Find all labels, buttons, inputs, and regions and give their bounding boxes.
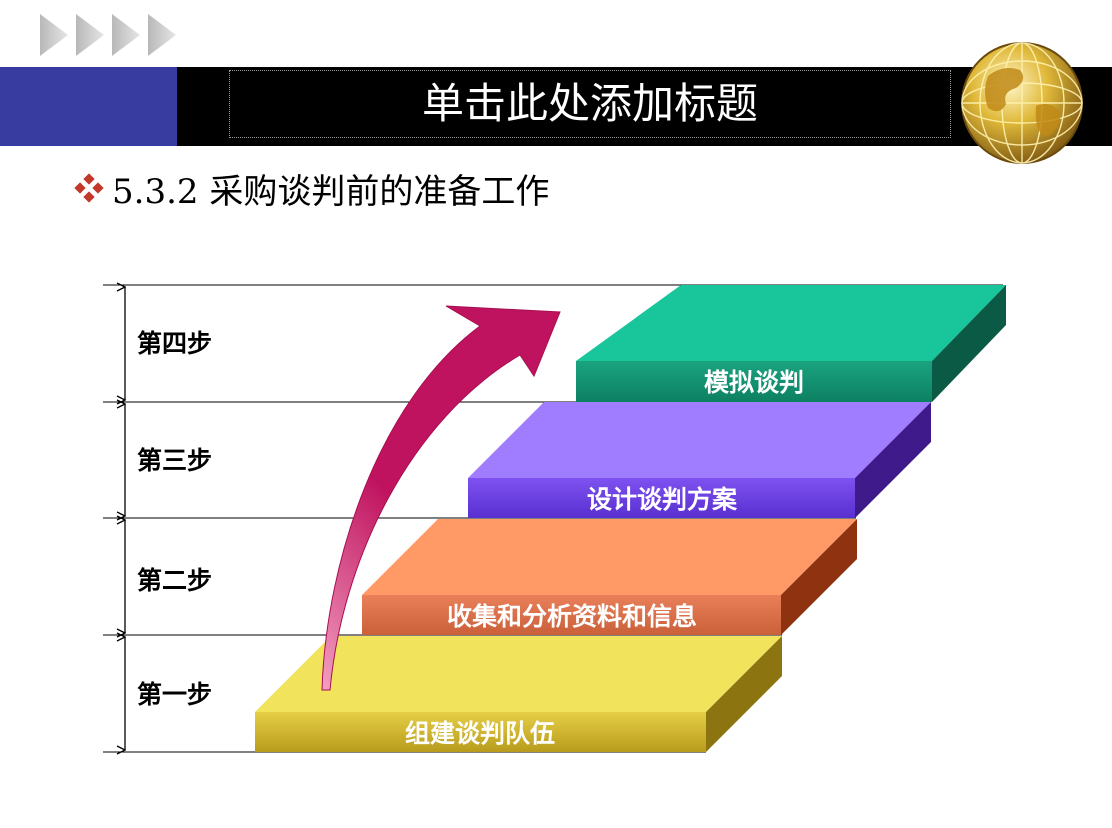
title-placeholder-frame[interactable] bbox=[229, 70, 951, 138]
diamond-bullet-icon bbox=[74, 173, 104, 203]
step-label-2: 第二步 bbox=[137, 566, 212, 595]
step-label-4: 第四步 bbox=[137, 329, 212, 358]
title-accent-block bbox=[0, 67, 177, 146]
stair-label-2: 收集和分析资料和信息 bbox=[447, 602, 697, 631]
subtitle-text: 5.3.2 采购谈判前的准备工作 bbox=[112, 171, 550, 212]
step-label-3: 第三步 bbox=[137, 446, 212, 475]
step-label-1: 第一步 bbox=[137, 680, 212, 709]
subtitle-line: 5.3.2 采购谈判前的准备工作 bbox=[74, 166, 550, 212]
stair-3: 设计谈判方案 bbox=[468, 402, 931, 518]
stair-2: 收集和分析资料和信息 bbox=[362, 519, 857, 635]
stair-label-1: 组建谈判队伍 bbox=[405, 719, 555, 748]
stair-4: 模拟谈判 bbox=[576, 285, 1006, 402]
chevron-arrows-icon bbox=[40, 14, 176, 56]
stair-label-4: 模拟谈判 bbox=[704, 368, 804, 397]
progress-arrow-icon bbox=[321, 305, 561, 691]
slide-title[interactable]: 单击此处添加标题 bbox=[421, 79, 758, 128]
title-bar bbox=[0, 67, 1112, 146]
globe-icon bbox=[961, 42, 1083, 164]
stair-1: 组建谈判队伍 bbox=[255, 636, 782, 752]
stair-label-3: 设计谈判方案 bbox=[587, 485, 738, 514]
